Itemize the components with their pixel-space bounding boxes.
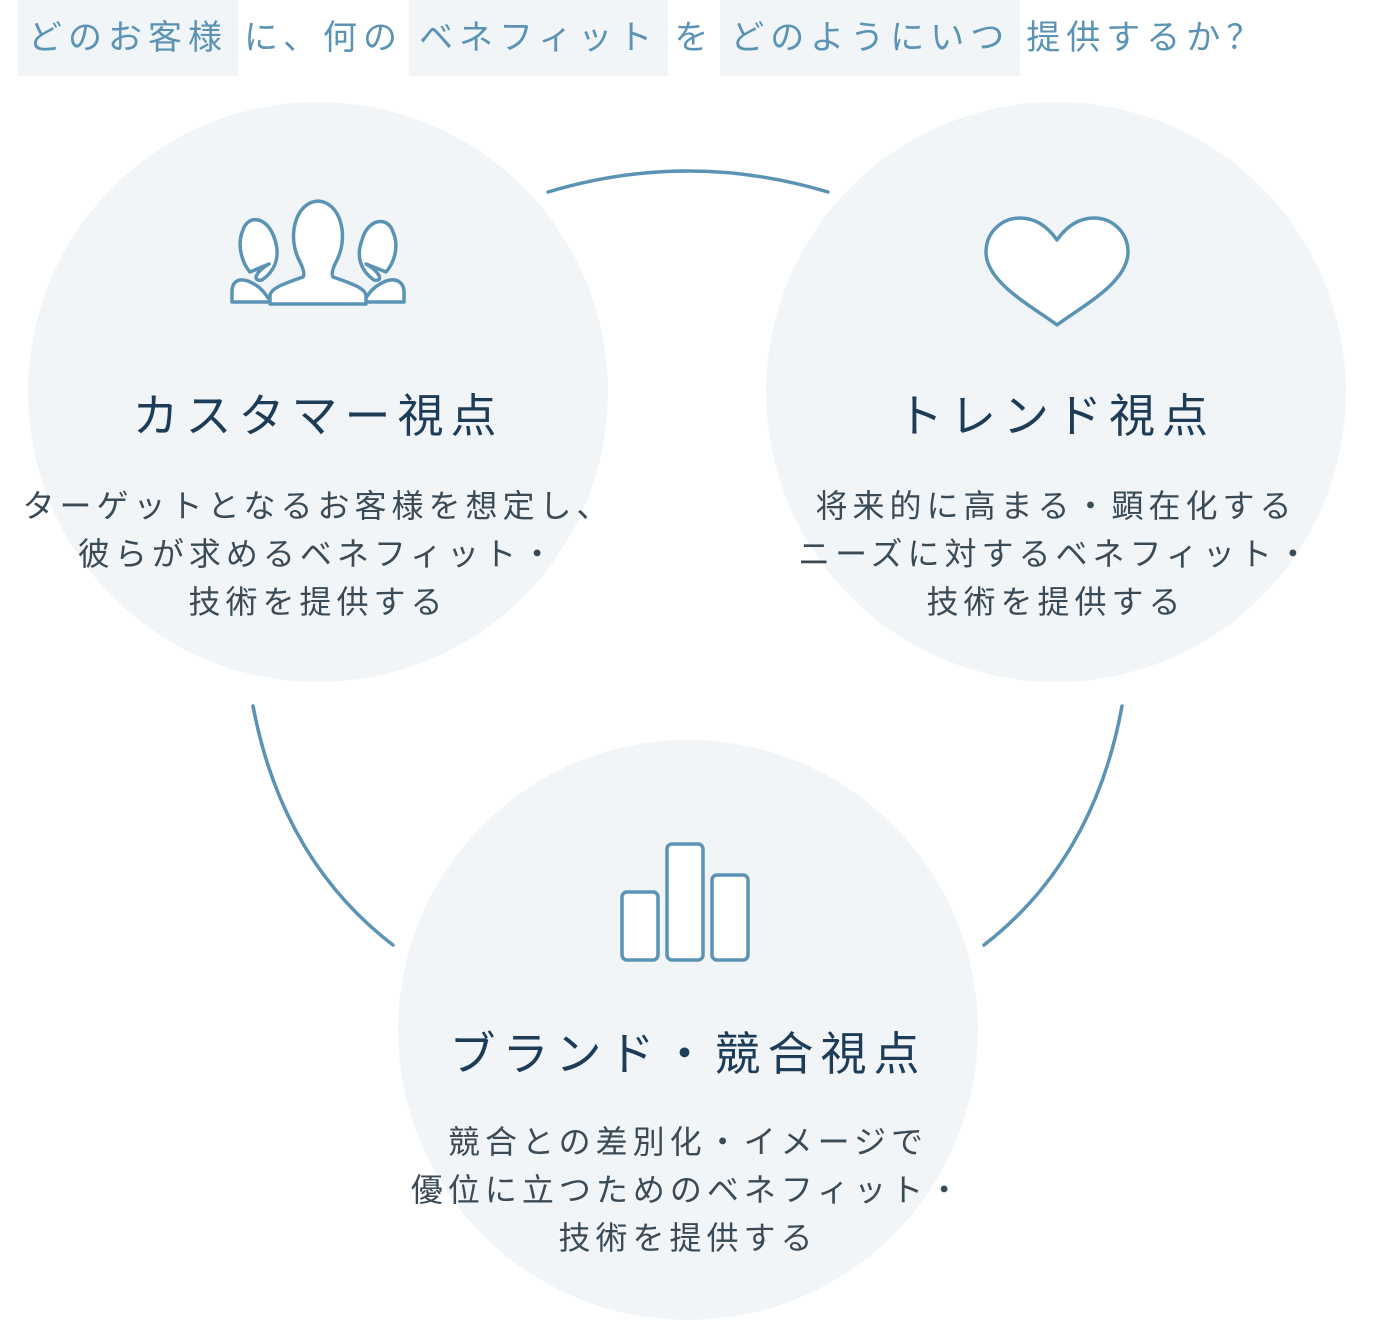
headline-who: どのお客様 [18,0,238,76]
description-line: 優位に立つためのベネフィット・ [410,1171,966,1209]
headline-how: どのようにいつ [720,0,1021,76]
headline-connector-3: 提供するか？ [1026,18,1267,58]
description-line: 技術を提供する [926,583,1186,621]
customer-perspective-title: カスタマー視点 [132,389,504,443]
brand-competitor-perspective-description: 競合との差別化・イメージで 優位に立つためのベネフィット・ 技術を提供する [370,1118,1006,1262]
heart-icon [984,216,1130,327]
trend-perspective-description: 将来的に高まる・顕在化する ニーズに対するベネフィット・ 技術を提供する [738,482,1374,626]
description-line: ターゲットとなるお客様を想定し、 [22,487,614,525]
connector-arc-top [546,169,830,194]
brand-competitor-perspective-title: ブランド・競合視点 [449,1027,927,1081]
headline-connector-2: を [674,18,715,58]
description-line: 彼らが求めるベネフィット・ [77,535,559,573]
connector-arc-right [982,704,1124,947]
headline-connector-1: に、何の [244,18,403,58]
headline: どのお客様 に、何の ベネフィット を どのようにいつ 提供するか？ [18,0,1272,76]
trend-perspective-title: トレンド視点 [897,389,1215,443]
description-line: ニーズに対するベネフィット・ [798,535,1314,573]
customer-perspective-description: ターゲットとなるお客様を想定し、 彼らが求めるベネフィット・ 技術を提供する [0,482,636,626]
description-line: 技術を提供する [558,1219,818,1257]
people-icon [230,199,406,306]
description-line: 競合との差別化・イメージで [447,1123,929,1161]
headline-what: ベネフィット [408,0,669,76]
connector-arc-left [251,704,395,947]
description-line: 将来的に高まる・顕在化する [815,487,1297,525]
bar-chart-icon [620,842,750,962]
customer-perspective-circle [28,102,608,682]
trend-perspective-circle [766,102,1346,682]
description-line: 技術を提供する [188,583,448,621]
brand-competitor-perspective-circle [398,740,978,1320]
